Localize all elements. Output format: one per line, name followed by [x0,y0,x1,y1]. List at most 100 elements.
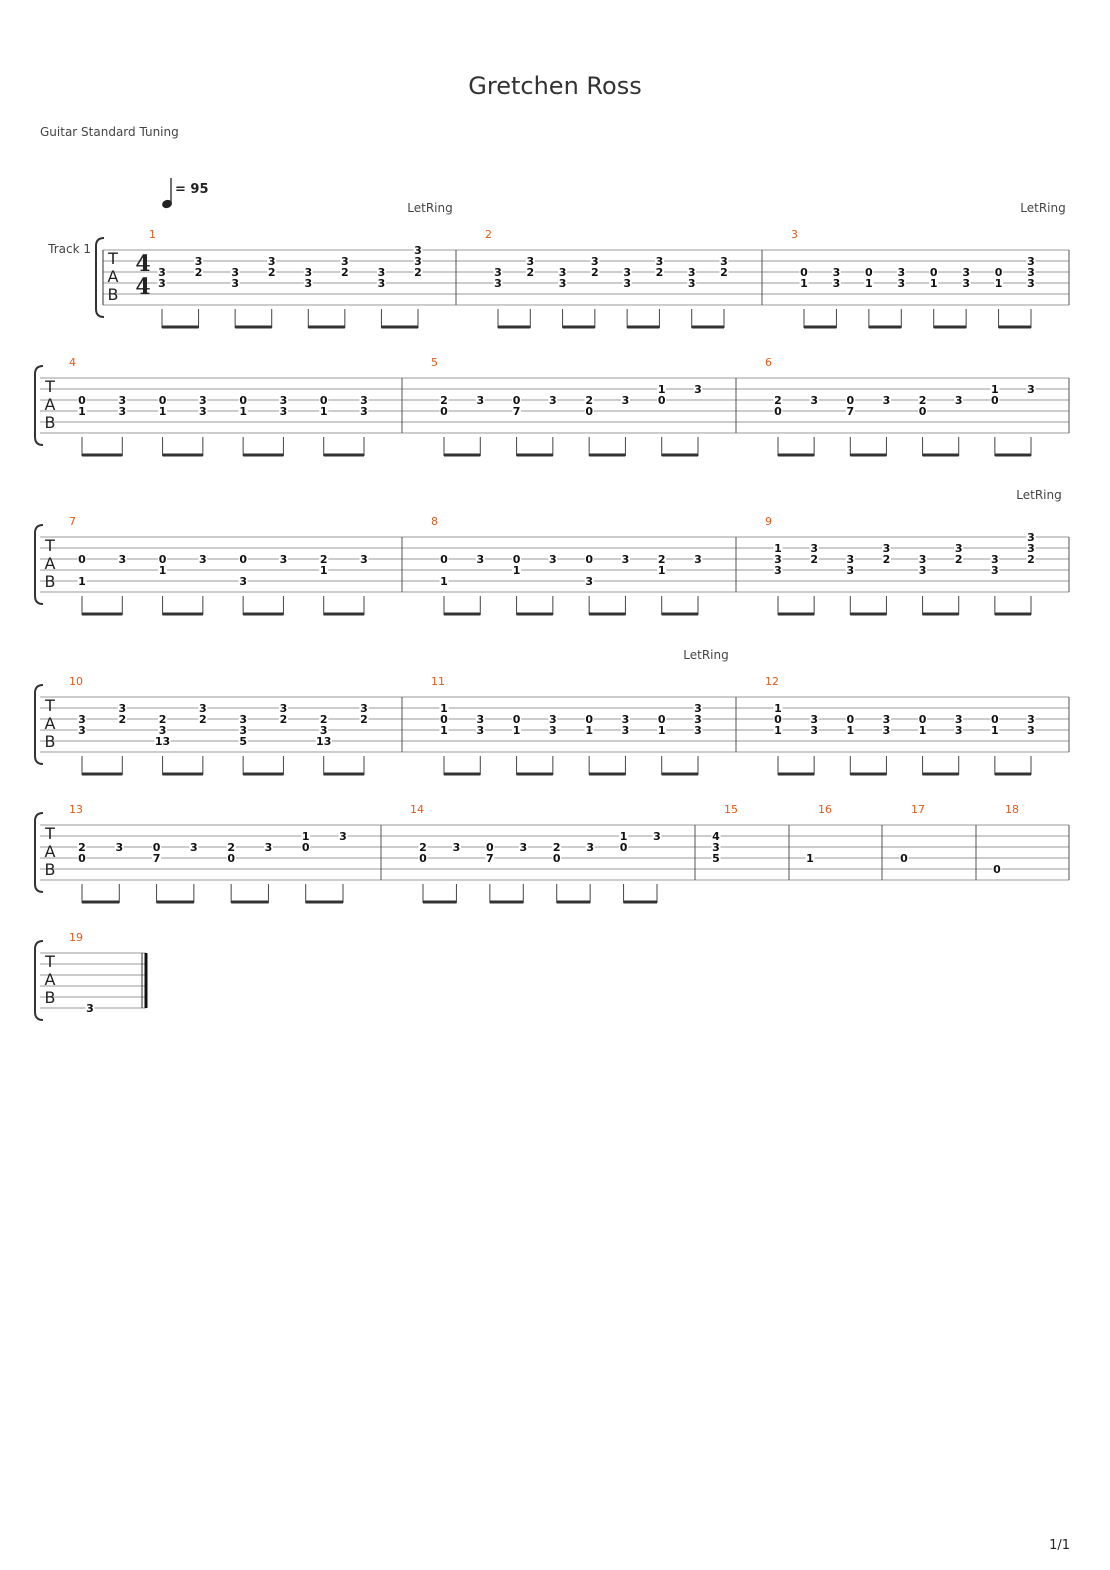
fret-number: 3 [991,564,999,577]
fret-background [845,406,855,416]
fret-number: 3 [320,724,328,737]
fret-number: 5 [239,735,247,748]
fret-number: 3 [846,564,854,577]
fret-background [584,406,594,416]
fret-background [954,714,964,724]
fret-background [961,267,971,277]
fret-background [376,267,386,277]
fret-number: 1 [585,724,593,737]
fret-number: 3 [231,277,239,290]
fret-background [238,576,248,586]
fret-number: 3 [494,266,502,279]
fret-background [152,853,162,863]
fret-background [525,267,535,277]
fret-background [584,395,594,405]
fret-background [238,736,248,746]
fret-number: 3 [962,277,970,290]
fret-background [439,554,449,564]
fret-background [773,714,783,724]
fret-number: 3 [526,255,534,268]
fret-background [158,406,168,416]
fret-number: 1 [78,575,86,588]
fret-number: 3 [774,553,782,566]
fret-number: 3 [268,255,276,268]
fret-background [864,267,874,277]
fret-background [584,714,594,724]
fret-number: 3 [656,255,664,268]
fret-background [117,395,127,405]
fret-background [652,831,662,841]
measure-number: 3 [791,228,798,241]
fret-background [117,703,127,713]
let-ring-annotation: LetRing [1016,488,1061,502]
fret-number: 3 [494,277,502,290]
fret-number: 3 [694,713,702,726]
fret-background [413,256,423,266]
fret-background [590,267,600,277]
fret-background [77,576,87,586]
fret-background [338,831,348,841]
fret-number: 3 [559,266,567,279]
fret-background [475,725,485,735]
measure-number: 7 [69,515,76,528]
fret-background [961,278,971,288]
fret-number: 0 [486,841,494,854]
fret-number: 3 [118,553,126,566]
fret-background [805,853,815,863]
fret-background [693,703,703,713]
fret-background [622,267,632,277]
fret-number: 1 [320,564,328,577]
fret-background [512,554,522,564]
fret-number: 2 [280,713,288,726]
fret-background [845,395,855,405]
fret-number: 0 [440,713,448,726]
fret-number: 7 [486,852,494,865]
fret-background [929,267,939,277]
fret-number: 3 [810,713,818,726]
fret-number: 3 [955,394,963,407]
fret-background [590,256,600,266]
fret-background [278,554,288,564]
fret-background [994,267,1004,277]
fret-background [157,278,167,288]
fret-number: 2 [656,266,664,279]
fret-background [230,267,240,277]
system-bracket [34,940,44,1021]
fret-number: 2 [553,841,561,854]
fret-number: 1 [774,702,782,715]
fret-number: 0 [846,394,854,407]
fret-number: 3 [1027,266,1035,279]
fret-background [267,267,277,277]
fret-number: 1 [440,575,448,588]
fret-number: 7 [846,405,854,418]
fret-background [831,278,841,288]
fret-background [990,725,1000,735]
fret-background [158,554,168,564]
fret-number: 3 [199,553,207,566]
fret-number: 0 [800,266,808,279]
fret-background [189,842,199,852]
fret-background [1026,278,1036,288]
fret-background [267,256,277,266]
fret-number: 2 [118,713,126,726]
fret-background [238,406,248,416]
fret-number: 3 [586,841,594,854]
fret-background [657,714,667,724]
fret-background [451,842,461,852]
fret-background [773,406,783,416]
fret-number: 0 [900,852,908,865]
tab-clef-letter: A [45,970,56,989]
fret-number: 3 [694,724,702,737]
measure-number: 11 [431,675,445,688]
tab-clef-letter: T [44,536,55,555]
fret-number: 3 [519,841,527,854]
fret-background [719,267,729,277]
fret-number: 0 [440,405,448,418]
fret-number: 1 [658,383,666,396]
fret-background [518,842,528,852]
fret-background [711,853,721,863]
fret-number: 3 [919,564,927,577]
fret-background [278,714,288,724]
fret-number: 0 [991,713,999,726]
fret-background [475,714,485,724]
